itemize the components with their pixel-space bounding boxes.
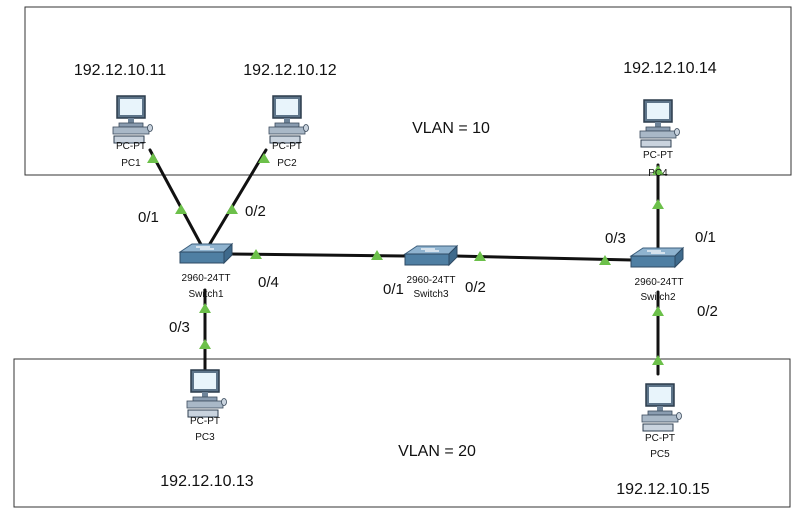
link-up-indicator [175,204,187,214]
port-label-switch1-switch3: 0/4 [258,274,279,291]
port-label-switch3-switch2: 0/2 [465,279,486,296]
switch1-model-label: 2960-24TT [182,273,231,284]
pc3-name-label: PC3 [195,432,215,443]
link-up-indicator [226,204,238,214]
link-up-indicator [199,303,211,313]
switch2-name-label: Switch2 [640,292,675,303]
switch3-name-label: Switch3 [413,289,448,300]
switch-icon [179,243,233,264]
switch2-node[interactable]: 2960-24TT Switch2 [630,247,684,303]
pc2-node[interactable]: PC-PT PC2 [268,95,310,169]
pc5-type-label: PC-PT [645,433,675,444]
link-up-indicator [371,250,383,260]
link-up-indicator [652,306,664,316]
link-switch1-pc1[interactable] [148,148,207,254]
port-label-switch1-pc1: 0/1 [138,209,159,226]
pc5-name-label: PC5 [650,449,670,460]
link-up-indicator [599,255,611,265]
pc1-name-label: PC1 [121,158,141,169]
link-up-indicator [652,355,664,365]
switch1-node[interactable]: 2960-24TT Switch1 [179,243,233,300]
pc4-name-label: PC4 [648,168,668,179]
switch-icon [404,245,458,266]
pc1-node[interactable]: PC-PT PC1 [112,95,154,169]
switch3-model-label: 2960-24TT [407,275,456,286]
port-label-switch1-pc2: 0/2 [245,203,266,220]
link-switch1-pc2[interactable] [203,148,268,254]
link-up-indicator [199,339,211,349]
pc3-type-label: PC-PT [190,416,220,427]
pc2-type-label: PC-PT [272,141,302,152]
pc4-type-label: PC-PT [643,150,673,161]
pc1-type-label: PC-PT [116,141,146,152]
pc3-ip-label: 192.12.10.13 [160,473,254,490]
switch2-model-label: 2960-24TT [635,277,684,288]
pc4-node[interactable]: PC-PT PC4 [639,99,681,179]
link-up-indicator [258,153,270,163]
port-label-switch2-pc5: 0/2 [697,303,718,320]
pc5-node[interactable]: PC-PT PC5 [641,383,683,460]
port-label-switch1-pc3: 0/3 [169,319,190,336]
pc3-node[interactable]: PC-PT PC3 [186,369,228,443]
pc2-ip-label: 192.12.10.12 [243,62,337,79]
link-up-indicator [250,249,262,259]
port-label-switch2-pc4: 0/1 [695,229,716,246]
switch3-node[interactable]: 2960-24TT Switch3 [404,245,458,300]
link-up-indicator [474,251,486,261]
link-up-indicator [147,153,159,163]
pc4-ip-label: 192.12.10.14 [623,60,717,77]
switch1-name-label: Switch1 [188,289,223,300]
pc5-ip-label: 192.12.10.15 [616,481,710,498]
switch-icon [630,247,684,268]
port-label-switch2-switch3: 0/3 [605,230,626,247]
pc2-name-label: PC2 [277,158,297,169]
vlan-20-label: VLAN = 20 [398,443,476,460]
link-up-indicator [652,165,664,175]
vlan-10-label: VLAN = 10 [412,120,490,137]
port-label-switch3-switch1: 0/1 [383,281,404,298]
link-up-indicator [652,199,664,209]
pc1-ip-label: 192.12.10.11 [74,62,166,79]
